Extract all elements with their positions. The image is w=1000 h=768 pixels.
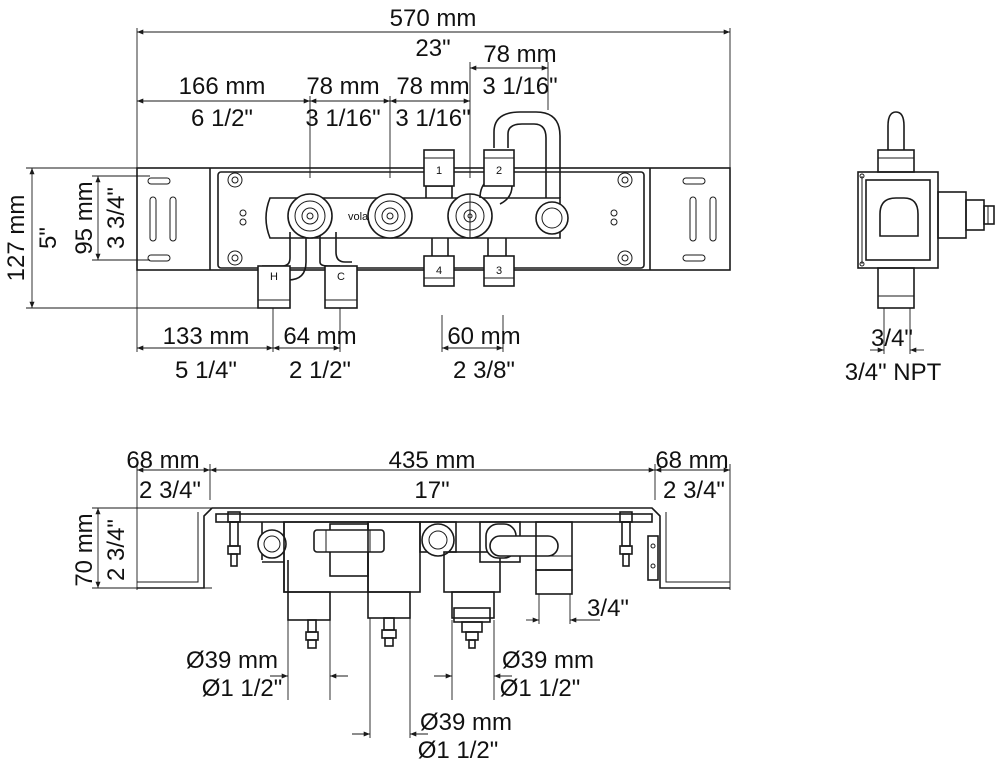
dim-166-inch: 6 1/2" [191, 105, 253, 132]
cold-inlet [324, 265, 358, 309]
dim-95-inch: 3 3/4" [103, 187, 130, 249]
cartridge-housing-right [451, 591, 495, 619]
dim-78-b-inch: 3 1/16" [395, 105, 470, 132]
dim-64-mm: 64 mm [283, 323, 356, 350]
bolt-icon [227, 511, 633, 567]
side-view: 3/4" 3/4" NPT [845, 111, 995, 386]
dim-127-mm: 127 mm [3, 195, 30, 282]
dim-dia-bottom-mm: Ø39 mm [420, 709, 512, 736]
dim-78-a-mm: 78 mm [306, 73, 379, 100]
dim-78-b-mm: 78 mm [396, 73, 469, 100]
dim-95-mm: 95 mm [71, 181, 98, 254]
cartridge-hot [287, 193, 333, 239]
dim-78-top-inch: 3 1/16" [482, 73, 557, 100]
hot-inlet [257, 265, 291, 309]
side-thread-inch: 3/4" [871, 325, 913, 352]
brand-logo: vola [348, 211, 369, 223]
dim-435-mm: 435 mm [389, 447, 476, 474]
dim-68-left-mm: 68 mm [126, 447, 199, 474]
dim-133-mm: 133 mm [163, 323, 250, 350]
dim-60-mm: 60 mm [447, 323, 520, 350]
outlet-port-4 [423, 255, 455, 287]
dim-570-inch: 23" [415, 35, 450, 62]
dim-dia-left-mm: Ø39 mm [186, 647, 278, 674]
inlet-label-cold: C [337, 271, 345, 283]
port-label-1: 1 [436, 165, 442, 177]
diverter-cartridge [447, 193, 493, 239]
dim-dia-right-inch: Ø1 1/2" [500, 675, 581, 702]
inlet-label-hot: H [270, 271, 278, 283]
dim-133-inch: 5 1/4" [175, 357, 237, 384]
dim-70-inch: 2 3/4" [103, 519, 130, 581]
cartridge-housing-center [367, 591, 411, 619]
dim-64-inch: 2 1/2" [289, 357, 351, 384]
bypass-outlet [535, 201, 569, 235]
dim-60-inch: 2 3/8" [453, 357, 515, 384]
dim-pipe-34: 3/4" [587, 595, 629, 622]
dim-dia-left-inch: Ø1 1/2" [202, 675, 283, 702]
dim-570-mm: 570 mm [390, 5, 477, 32]
center-outlet [421, 523, 455, 557]
mounting-bracket [137, 507, 730, 589]
handle-hot [313, 529, 385, 553]
dim-dia-right-mm: Ø39 mm [502, 647, 594, 674]
port-label-3: 3 [496, 265, 502, 277]
dim-78-top-mm: 78 mm [483, 41, 556, 68]
front-view: 570 mm 23" 78 mm 3 1/16" 166 mm 6 1/2" 7… [3, 5, 731, 384]
side-thread-npt: 3/4" NPT [845, 359, 942, 386]
outlet-port-1 [423, 149, 455, 187]
cartridge-housing-left [287, 591, 331, 621]
screw-icon [227, 172, 633, 266]
dim-70-mm: 70 mm [71, 513, 98, 586]
top-view: 68 mm 2 3/4" 435 mm 17" 68 mm 2 3/4" 70 … [71, 447, 731, 764]
dim-68-left-inch: 2 3/4" [139, 477, 201, 504]
diverter-lever [489, 535, 559, 557]
dim-68-right-inch: 2 3/4" [663, 477, 725, 504]
dim-127-inch: 5" [35, 227, 62, 249]
outlet-port-3 [483, 255, 515, 287]
dim-78-a-inch: 3 1/16" [305, 105, 380, 132]
port-label-4: 4 [436, 265, 442, 277]
side-body [857, 171, 939, 269]
outlet-port-2 [483, 149, 515, 187]
dim-166-mm: 166 mm [179, 73, 266, 100]
dim-435-inch: 17" [414, 477, 449, 504]
dim-dia-bottom-inch: Ø1 1/2" [418, 737, 499, 764]
cartridge-cold [367, 193, 413, 239]
dim-68-right-mm: 68 mm [655, 447, 728, 474]
port-label-2: 2 [496, 165, 502, 177]
